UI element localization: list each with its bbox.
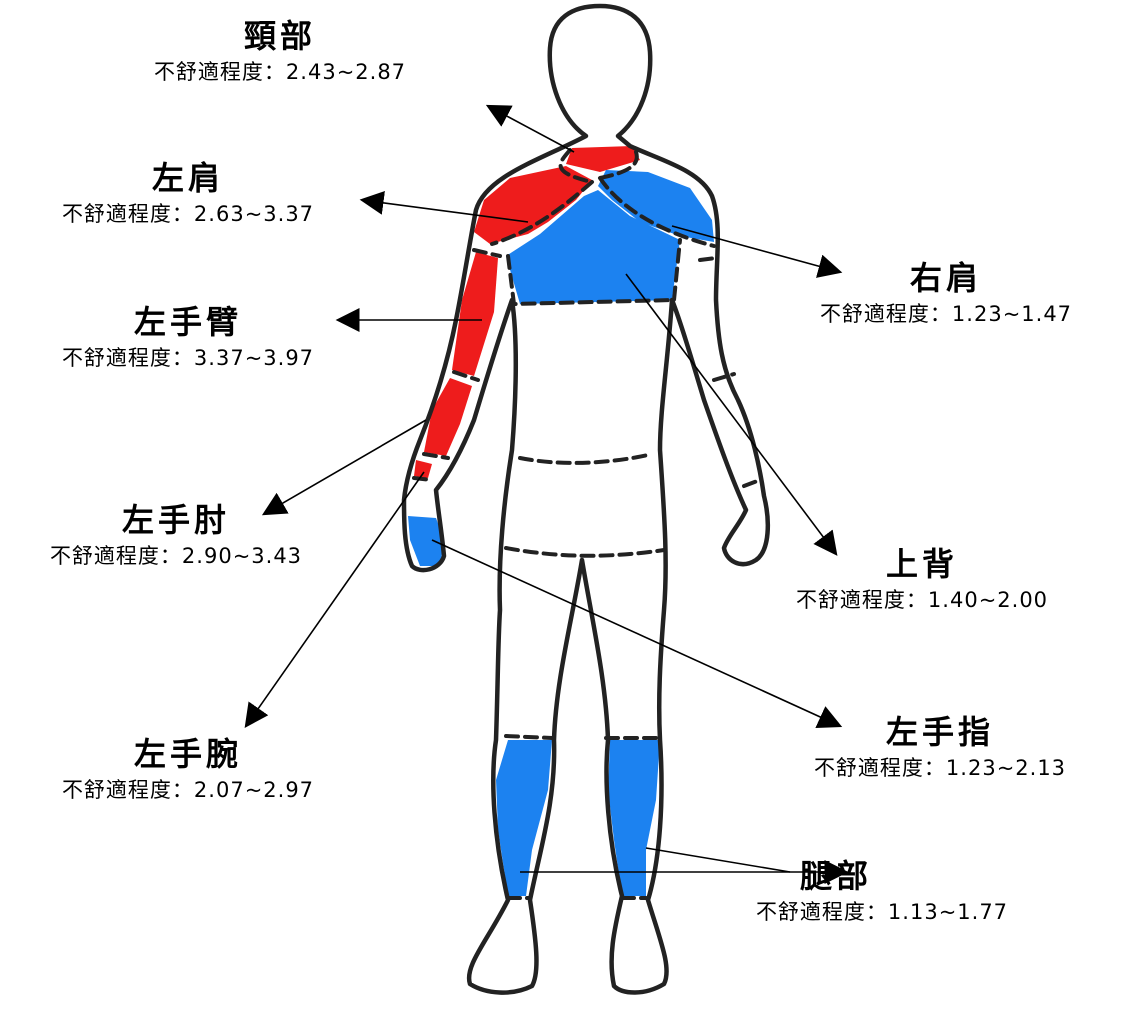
left-arm-discomfort: 不舒適程度：3.37~3.97 [18, 342, 358, 374]
left-fingers-discomfort: 不舒適程度：1.23~2.13 [770, 752, 1110, 784]
neck-arrow [488, 106, 574, 152]
left-wrist-region [414, 460, 432, 478]
knee-seam [506, 736, 660, 738]
left-shoulder-label: 左肩 不舒適程度：2.63~3.37 [18, 158, 358, 230]
legs-discomfort: 不舒適程度：1.13~1.77 [712, 896, 1052, 928]
upper-back-name: 上背 [752, 544, 1092, 584]
left-wrist-discomfort: 不舒適程度：2.07~2.97 [18, 774, 358, 806]
legs-name: 腿部 [620, 856, 1052, 896]
right-shoulder-discomfort: 不舒適程度：1.23~1.47 [776, 298, 1116, 330]
legs-label: 腿部 不舒適程度：1.13~1.77 [712, 856, 1052, 928]
left-wrist-label: 左手腕 不舒適程度：2.07~2.97 [18, 734, 358, 806]
left-shoulder-discomfort: 不舒適程度：2.63~3.37 [18, 198, 358, 230]
left-fingers-label: 左手指 不舒適程度：1.23~2.13 [770, 712, 1110, 784]
neck-label: 頸部 不舒適程度：2.43~2.87 [110, 16, 450, 88]
right-shoulder-name: 右肩 [776, 258, 1116, 298]
left-arm-name: 左手臂 [18, 302, 358, 342]
waist-seam [520, 454, 652, 463]
right-shoulder-label: 右肩 不舒適程度：1.23~1.47 [776, 258, 1116, 330]
upper-back-label: 上背 不舒適程度：1.40~2.00 [752, 544, 1092, 616]
left-shoulder-name: 左肩 [18, 158, 358, 198]
upper-back-discomfort: 不舒適程度：1.40~2.00 [752, 584, 1092, 616]
neck-discomfort: 不舒適程度：2.43~2.87 [110, 56, 450, 88]
left-elbow-discomfort: 不舒適程度：2.90~3.43 [6, 540, 346, 572]
left-arm-label: 左手臂 不舒適程度：3.37~3.97 [18, 302, 358, 374]
left-wrist-name: 左手腕 [18, 734, 358, 774]
left-fingers-name: 左手指 [770, 712, 1110, 752]
left-elbow-label: 左手肘 不舒適程度：2.90~3.43 [6, 500, 346, 572]
neck-name: 頸部 [110, 16, 450, 56]
left-elbow-name: 左手肘 [6, 500, 346, 540]
arm-seams-right [700, 258, 760, 486]
hip-seam [506, 548, 664, 556]
